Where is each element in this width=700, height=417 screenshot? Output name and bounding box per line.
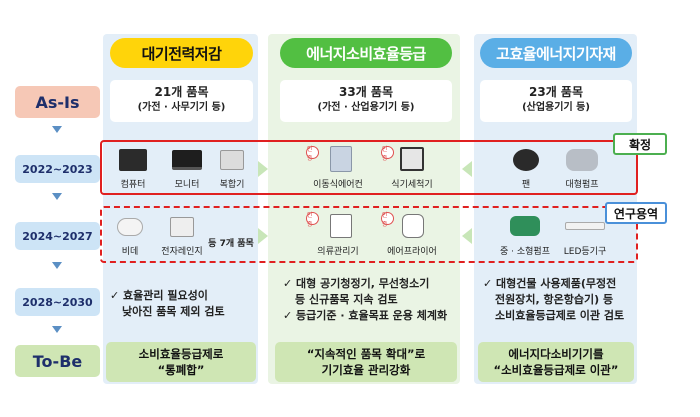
led-light-icon xyxy=(565,222,605,230)
item-label: 전자레인지 xyxy=(161,247,203,257)
bidet-icon xyxy=(117,218,143,236)
note-line: ✓ 효율관리 필요성이 xyxy=(110,289,208,302)
item-label: 이동식에어컨 xyxy=(313,180,363,190)
confirmed-frame xyxy=(100,140,638,195)
asis-box-high-efficiency: 23개 품목 (산업용기기 등) xyxy=(480,80,632,122)
fan-icon xyxy=(513,149,539,171)
item-count-label: 등 7개 품목 xyxy=(208,239,254,249)
item-label: 비데 xyxy=(121,247,139,257)
tobe-line: 에너지다소비기기를 xyxy=(508,347,604,361)
large-pump-icon xyxy=(566,149,598,171)
tobe-box-high-efficiency: 에너지다소비기기를 “소비효율등급제로 이관” xyxy=(478,342,634,382)
tobe-line: 기기효율 관리강화 xyxy=(321,363,411,377)
row-label-2028: 2028~2030 xyxy=(15,288,100,316)
tobe-box-standby-power: 소비효율등급제로 “통폐합” xyxy=(106,342,256,382)
item-label: 컴퓨터 xyxy=(120,180,146,190)
arrow-left-icon xyxy=(462,228,472,244)
printer-icon xyxy=(220,150,244,170)
note-line: 소비효율등급제로 이관 검토 xyxy=(495,309,625,322)
certification-mark-icon: 인증 xyxy=(306,212,319,228)
row-label-2024: 2024~2027 xyxy=(15,222,100,250)
item-label: 에어프라이어 xyxy=(387,247,437,257)
portable-aircon-icon xyxy=(330,146,352,172)
note-line: 낮아진 품목 제외 검토 xyxy=(122,305,225,318)
asis-box-standby-power: 21개 품목 (가전 · 사무기기 등) xyxy=(110,80,253,122)
note-line: 등 신규품목 지속 검토 xyxy=(295,293,398,306)
item-label: 식기세척기 xyxy=(391,180,433,190)
computer-icon xyxy=(119,149,147,171)
item-label: 팬 xyxy=(521,180,531,190)
asis-scope: (가전 · 산업용기기 등) xyxy=(317,102,415,113)
microwave-icon xyxy=(170,217,194,237)
down-arrow-icon xyxy=(52,326,62,333)
note-line: ✓ 대형건물 사용제품(무정전 xyxy=(483,277,617,290)
monitor-icon xyxy=(172,150,202,170)
note-line: ✓ 등급기준 · 효율목표 운용 체계화 xyxy=(283,309,448,322)
tobe-box-efficiency-grade: “지속적인 품목 확대”로 기기효율 관리강화 xyxy=(275,342,457,382)
air-fryer-icon xyxy=(402,214,424,238)
down-arrow-icon xyxy=(52,193,62,200)
asis-scope: (가전 · 사무기기 등) xyxy=(137,102,226,113)
note-line: 전원장치, 항온항습기) 등 xyxy=(495,293,614,306)
down-arrow-icon xyxy=(52,262,62,269)
tag-research-service: 연구용역 xyxy=(605,202,667,224)
item-label: LED등기구 xyxy=(563,247,607,257)
column-title-high-efficiency: 고효율에너지기자재 xyxy=(480,38,632,68)
clothing-care-icon xyxy=(330,214,352,238)
tag-confirmed: 확정 xyxy=(613,133,667,155)
certification-mark-icon: 인증 xyxy=(306,146,319,162)
note-standby-power: ✓ 효율관리 필요성이 낮아진 품목 제외 검토 xyxy=(110,288,255,320)
asis-count: 21개 품목 xyxy=(154,85,209,99)
asis-scope: (산업용기기 등) xyxy=(522,102,590,113)
dishwasher-icon xyxy=(400,147,424,171)
item-label: 모니터 xyxy=(174,180,200,190)
item-label: 복합기 xyxy=(219,180,245,190)
arrow-right-icon xyxy=(258,228,268,244)
note-efficiency-grade: ✓ 대형 공기청정기, 무선청소기 등 신규품목 지속 검토 ✓ 등급기준 · … xyxy=(283,276,461,324)
tobe-line: “소비효율등급제로 이관” xyxy=(493,363,619,377)
row-label-as-is: As-Is xyxy=(15,86,100,118)
item-label: 의류관리기 xyxy=(317,247,359,257)
item-label: 대형펌프 xyxy=(565,180,599,190)
asis-count: 33개 품목 xyxy=(339,85,393,99)
certification-mark-icon: 인증 xyxy=(381,212,394,228)
tobe-line: “지속적인 품목 확대”로 xyxy=(306,347,426,361)
item-label: 중 · 소형펌프 xyxy=(500,247,550,257)
asis-box-efficiency-grade: 33개 품목 (가전 · 산업용기기 등) xyxy=(280,80,452,122)
down-arrow-icon xyxy=(52,126,62,133)
tobe-line: 소비효율등급제로 xyxy=(138,347,224,361)
row-label-2022: 2022~2023 xyxy=(15,155,100,183)
column-title-efficiency-grade: 에너지소비효율등급 xyxy=(280,38,452,68)
note-line: ✓ 대형 공기청정기, 무선청소기 xyxy=(283,277,430,290)
asis-count: 23개 품목 xyxy=(529,85,583,99)
column-title-standby-power: 대기전력저감 xyxy=(110,38,253,68)
tobe-line: “통폐합” xyxy=(157,363,205,377)
arrow-left-icon xyxy=(462,161,472,177)
arrow-right-icon xyxy=(258,161,268,177)
service-frame xyxy=(100,206,638,263)
small-pump-icon xyxy=(510,216,540,236)
row-label-to-be: To-Be xyxy=(15,345,100,377)
note-high-efficiency: ✓ 대형건물 사용제품(무정전 전원장치, 항온항습기) 등 소비효율등급제로 … xyxy=(483,276,637,324)
certification-mark-icon: 인증 xyxy=(381,146,394,162)
